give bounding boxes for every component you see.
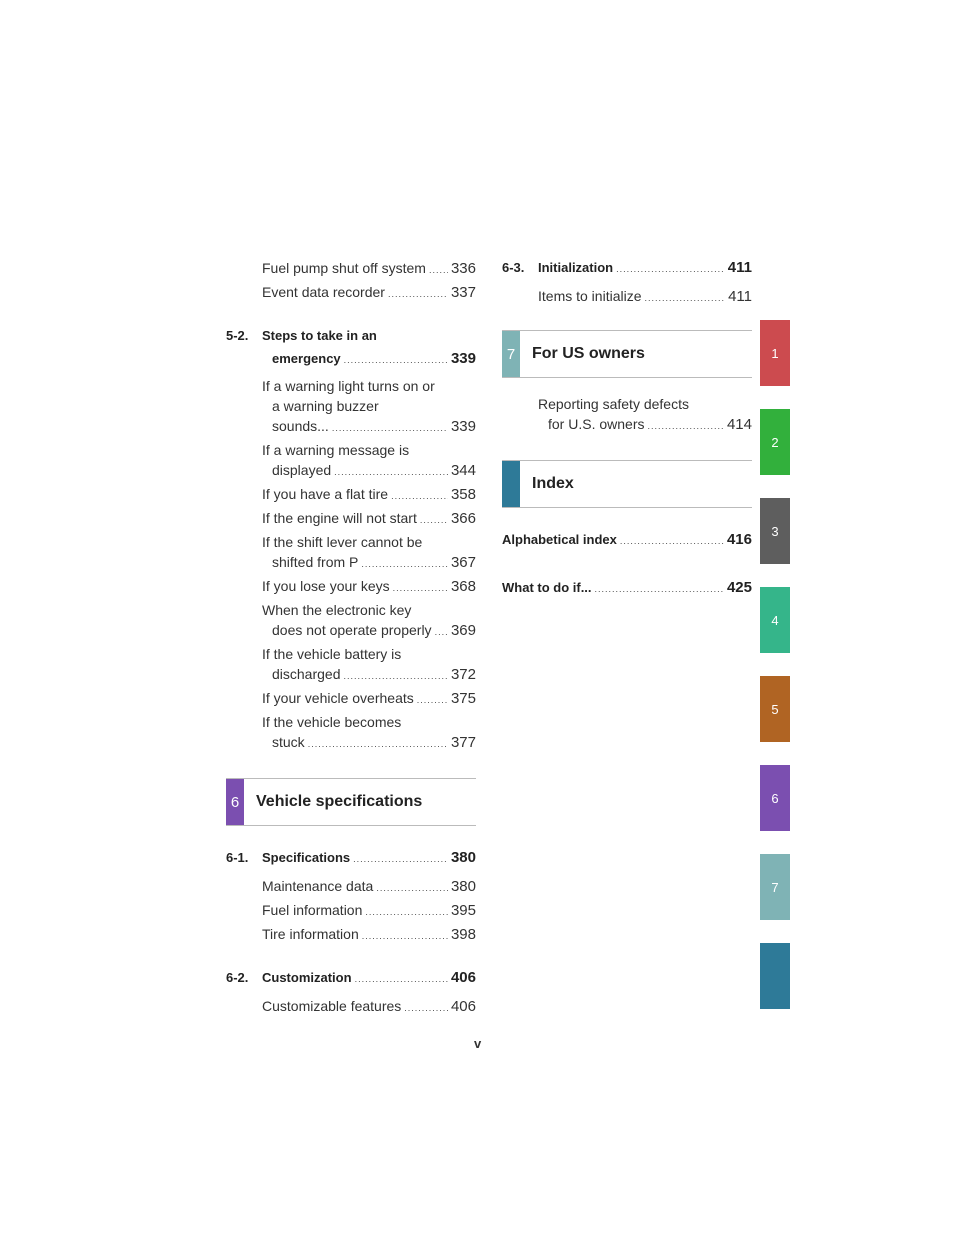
toc-entry[interactable]: If the vehicle becomes stuck377 [262,712,476,754]
chapter-header-7[interactable]: 7 For US owners [502,330,752,378]
section-6-2[interactable]: 6-2.Customization406 [226,968,476,989]
index-entry[interactable]: What to do if...425 [502,578,752,599]
toc-entry[interactable]: Items to initialize411 [538,286,752,308]
chapter-title: For US owners [532,345,645,362]
toc-entry[interactable]: If you have a flat tire358 [262,484,476,506]
chapter-header-6[interactable]: 6 Vehicle specifications [226,778,476,826]
side-tab-3[interactable]: 3 [760,498,790,564]
toc-entry[interactable]: If your vehicle overheats375 [262,688,476,710]
chapter-header-index[interactable]: Index [502,460,752,508]
toc-entry[interactable]: If a warning message is displayed344 [262,440,476,482]
toc-entry[interactable]: Customizable features406 [262,996,476,1018]
side-tab-index[interactable] [760,943,790,1009]
side-tab-5[interactable]: 5 [760,676,790,742]
chapter-title: Vehicle specifications [256,793,423,810]
chapter-number-6: 6 [226,779,244,825]
side-tab-2[interactable]: 2 [760,409,790,475]
toc-entry[interactable]: Fuel information395 [262,900,476,922]
chapter-title: Index [532,475,574,492]
toc-entry[interactable]: Maintenance data380 [262,876,476,898]
chapter-number-7: 7 [502,331,520,377]
toc-entry[interactable]: If you lose your keys368 [262,576,476,598]
toc-entry[interactable]: If the shift lever cannot be shifted fro… [262,532,476,574]
toc-entry[interactable]: Reporting safety defects for U.S. owners… [538,394,752,436]
side-tab-4[interactable]: 4 [760,587,790,653]
toc-entry[interactable]: If the vehicle battery is discharged372 [262,644,476,686]
section-6-3[interactable]: 6-3.Initialization411 [502,258,752,279]
toc-entry[interactable]: If the engine will not start366 [262,508,476,530]
index-entry[interactable]: Alphabetical index416 [502,530,752,551]
side-tab-7[interactable]: 7 [760,854,790,920]
section-6-1[interactable]: 6-1.Specifications380 [226,848,476,869]
toc-entry[interactable]: When the electronic key does not operate… [262,600,476,642]
side-tab-1[interactable]: 1 [760,320,790,386]
chapter-number-index [502,461,520,507]
section-5-2[interactable]: 5-2.Steps to take in an emergency339 [226,326,476,370]
toc-entry[interactable]: Tire information398 [262,924,476,946]
toc-entry[interactable]: Fuel pump shut off system336 [262,258,476,280]
side-tab-6[interactable]: 6 [760,765,790,831]
toc-entry[interactable]: If a warning light turns on or a warning… [262,376,476,438]
page-number: v [474,1036,482,1051]
toc-entry[interactable]: Event data recorder337 [262,282,476,304]
